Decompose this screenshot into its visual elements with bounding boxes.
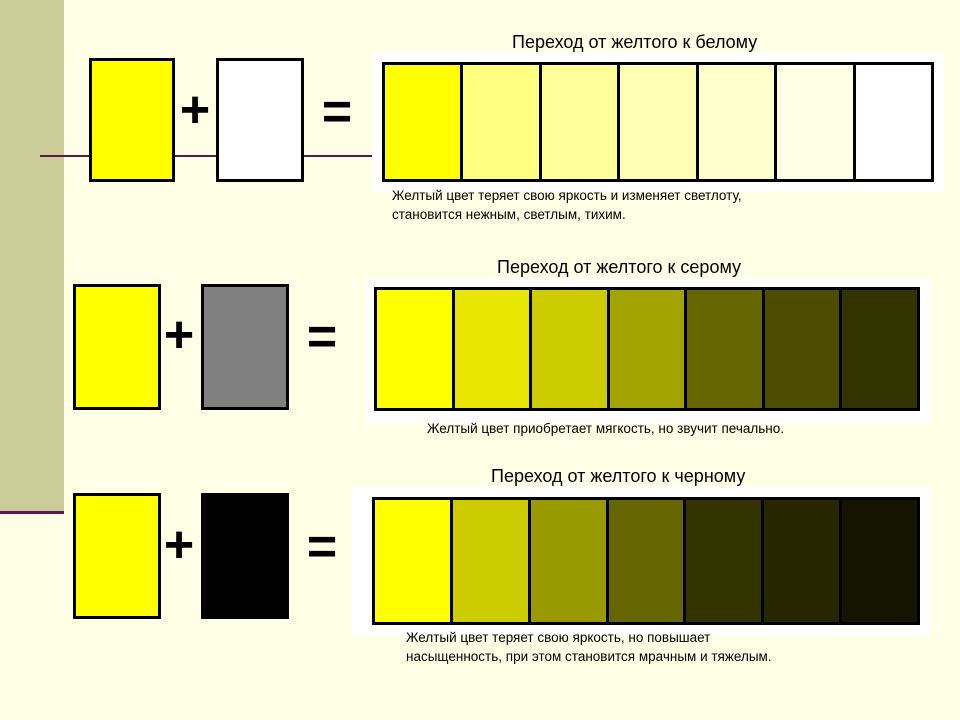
gradient-cell — [852, 65, 931, 179]
row-description: Желтый цвет приобретает мягкость, но зву… — [427, 419, 784, 438]
equals-sign: = — [306, 518, 338, 576]
gradient-cell — [451, 290, 530, 408]
mix-color-swatch — [201, 284, 289, 410]
base-yellow-swatch — [89, 58, 175, 182]
row-title: Переход от желтого к белому — [512, 32, 758, 52]
gradient-cell — [538, 65, 618, 179]
row-description: Желтый цвет теряет свою яркость, но повы… — [406, 628, 772, 666]
gradient-cell — [375, 500, 450, 622]
gradient-cell — [774, 65, 853, 179]
description-line: Желтый цвет приобретает мягкость, но зву… — [427, 421, 784, 436]
gradient-cell — [529, 290, 607, 408]
description-line: Желтый цвет теряет свою яркость и изменя… — [392, 188, 742, 203]
gradient-cell — [377, 290, 452, 408]
gradient-cell — [683, 500, 762, 622]
base-yellow-swatch — [73, 284, 161, 410]
slide-sidebar-panel — [0, 0, 64, 512]
gradient-cell — [605, 500, 684, 622]
gradient-cell — [695, 65, 775, 179]
accent-line-bottom — [0, 511, 64, 514]
gradient-cell — [839, 500, 918, 622]
gradient-cell — [761, 500, 840, 622]
gradient-strip — [372, 497, 920, 625]
gradient-cell — [606, 290, 685, 408]
description-line: насыщенность, при этом становится мрачны… — [406, 649, 772, 664]
gradient-cell — [761, 290, 840, 408]
row-title: Переход от желтого к черному — [491, 466, 746, 486]
gradient-cell — [460, 65, 539, 179]
accent-line-top — [40, 155, 380, 157]
gradient-cell — [449, 500, 528, 622]
gradient-cell — [385, 65, 461, 179]
description-line: становится нежным, светлым, тихим. — [392, 207, 626, 222]
row-description: Желтый цвет теряет свою яркость и изменя… — [392, 186, 742, 224]
description-line: Желтый цвет теряет свою яркость, но повы… — [406, 630, 711, 645]
gradient-strip — [382, 62, 934, 182]
gradient-cell — [684, 290, 762, 408]
plus-sign: + — [163, 516, 195, 574]
row-title: Переход от желтого к серому — [497, 257, 742, 277]
mix-color-swatch — [216, 58, 304, 182]
base-yellow-swatch — [73, 493, 161, 619]
gradient-cell — [617, 65, 696, 179]
mix-color-swatch — [201, 493, 289, 619]
plus-sign: + — [179, 81, 211, 139]
gradient-cell — [839, 290, 918, 408]
gradient-strip — [374, 287, 920, 411]
equals-sign: = — [306, 308, 338, 366]
plus-sign: + — [163, 306, 195, 364]
gradient-cell — [527, 500, 606, 622]
equals-sign: = — [321, 83, 353, 141]
